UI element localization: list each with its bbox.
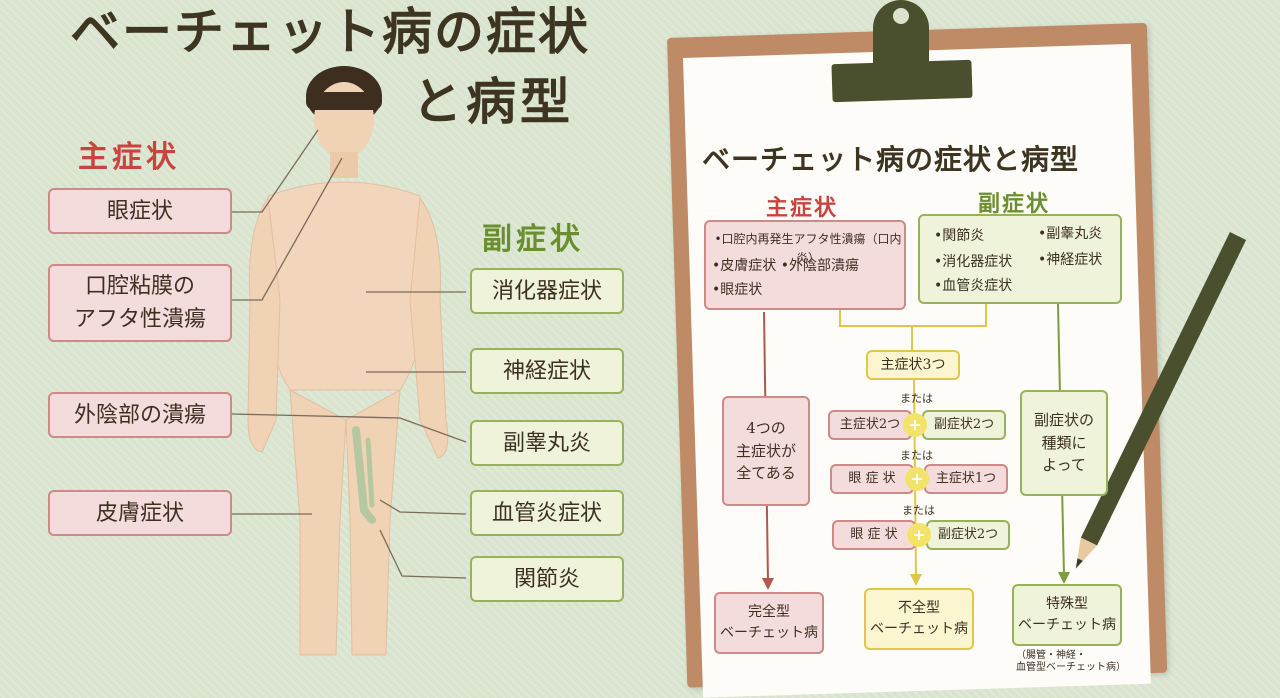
clipboard-sub-item-4: •神経症状	[1038, 252, 1103, 268]
human-body-illustration	[231, 66, 467, 656]
clipboard-main-item-2: •皮膚症状 •外陰部潰瘍	[712, 258, 859, 274]
type-complete-line2: ベーチェット病	[720, 625, 818, 641]
symptom-neuro-box: 神経症状	[470, 348, 624, 394]
type-special-line2: ベーチェット病	[1018, 617, 1116, 633]
combo2-left-label: 眼 症 状	[848, 471, 896, 487]
clipboard-sub-item-5: •血管炎症状	[934, 278, 1013, 294]
symptom-epididymitis-box: 副睾丸炎	[470, 420, 624, 466]
type-special-note: （腸管・神経・ 血管型ベーチェット病）	[1016, 650, 1126, 674]
symptom-eye-label: 眼症状	[106, 198, 173, 224]
condition-sub-type-line1: 副症状の	[1033, 411, 1094, 430]
symptom-digestive-label: 消化器症状	[491, 278, 602, 304]
or-label-2: または	[900, 449, 933, 462]
symptom-oral-line1: 口腔粘膜の	[84, 274, 195, 299]
clipboard-sub-item-3: •消化器症状	[934, 254, 1013, 270]
symptom-neuro-label: 神経症状	[502, 358, 591, 384]
combo2-left-box: 眼 症 状	[830, 464, 914, 494]
condition-sub-type-line3: よって	[1042, 456, 1086, 475]
clipboard-main-item-1: •口腔内再発生アフタ性潰瘍（口内炎）	[714, 232, 902, 265]
symptom-arthritis-box: 関節炎	[470, 556, 624, 602]
clipboard-sub-item-2: •副睾丸炎	[1038, 226, 1103, 242]
page-title: ベーチェット病の症状	[70, 2, 590, 61]
combo1-right-label: 副症状2つ	[933, 417, 995, 433]
combo3-left-box: 眼 症 状	[832, 520, 916, 550]
symptom-genital-ulcer-box: 外陰部の潰瘍	[48, 392, 232, 438]
symptom-skin-label: 皮膚症状	[95, 500, 184, 526]
clip-hole	[893, 8, 909, 24]
main-symptoms-heading: 主症状	[78, 140, 180, 175]
criteria-main3-box: 主症状3つ	[866, 350, 960, 380]
condition-all-main-line3: 全てある	[736, 464, 796, 483]
symptom-genital-label: 外陰部の潰瘍	[73, 402, 206, 428]
type-incomplete-line1: 不全型	[898, 600, 940, 616]
clipboard-title: ベーチェット病の症状と病型	[702, 143, 1080, 176]
type-complete-box: 完全型 ベーチェット病	[714, 592, 824, 654]
type-special-note-line2: 血管型ベーチェット病）	[1016, 662, 1126, 673]
combo1-left-label: 主症状2つ	[839, 417, 901, 433]
symptom-skin-box: 皮膚症状	[48, 490, 232, 536]
criteria-main3-label: 主症状3つ	[880, 356, 946, 373]
plus-icon-glyph: +	[910, 469, 924, 488]
clipboard-main-heading: 主症状	[766, 195, 839, 221]
symptom-eye-box: 眼症状	[48, 188, 232, 234]
condition-all-main-line1: 4つの	[746, 419, 786, 438]
type-complete-line1: 完全型	[748, 604, 790, 620]
page-title-line2: と病型	[412, 72, 574, 131]
symptom-digestive-box: 消化器症状	[470, 268, 624, 314]
combo3-right-label: 副症状2つ	[937, 527, 999, 543]
symptom-vasculitis-box: 血管炎症状	[470, 490, 624, 536]
plus-icon: +	[907, 523, 931, 547]
combo3-right-box: 副症状2つ	[926, 520, 1010, 550]
combo1-right-box: 副症状2つ	[922, 410, 1006, 440]
clipboard-main-item-3: •眼症状	[712, 282, 763, 298]
plus-icon-glyph: +	[908, 415, 922, 434]
sub-symptoms-heading: 副症状	[482, 222, 584, 257]
clipboard-main-list-box: •口腔内再発生アフタ性潰瘍（口内炎） •皮膚症状 •外陰部潰瘍 •眼症状	[704, 220, 906, 310]
condition-all-main-line2: 主症状が	[735, 441, 796, 460]
symptom-epididymitis-label: 副睾丸炎	[502, 430, 591, 456]
type-special-box: 特殊型 ベーチェット病	[1012, 584, 1122, 646]
clipboard-sub-item-1: •関節炎	[934, 228, 985, 244]
symptom-arthritis-label: 関節炎	[513, 566, 580, 592]
condition-sub-type-line2: 種類に	[1041, 433, 1087, 452]
symptom-vasculitis-label: 血管炎症状	[491, 500, 602, 526]
type-special-line1: 特殊型	[1046, 596, 1088, 612]
symptom-oral-line2: アフタ性潰瘍	[73, 307, 206, 332]
type-incomplete-line2: ベーチェット病	[870, 621, 968, 637]
flow-arrows	[762, 300, 1070, 590]
combo3-left-label: 眼 症 状	[850, 527, 898, 543]
combo2-right-label: 主症状1つ	[935, 471, 997, 487]
plus-icon: +	[905, 467, 929, 491]
clipboard-sub-heading: 副症状	[978, 191, 1051, 217]
combo2-right-box: 主症状1つ	[924, 464, 1008, 494]
or-label-1: または	[900, 392, 933, 405]
type-special-note-line1: （腸管・神経・	[1016, 650, 1086, 661]
pencil-icon	[1075, 232, 1247, 569]
symptom-oral-ulcer-box: 口腔粘膜の アフタ性潰瘍	[48, 264, 232, 342]
combo1-left-box: 主症状2つ	[828, 410, 912, 440]
clipboard-sub-list-box: •関節炎 •副睾丸炎 •消化器症状 •神経症状 •血管炎症状	[918, 214, 1122, 304]
condition-all-main-box: 4つの 主症状が 全てある	[722, 396, 810, 506]
condition-sub-type-box: 副症状の 種類に よって	[1020, 390, 1108, 496]
plus-icon: +	[903, 413, 927, 437]
type-incomplete-box: 不全型 ベーチェット病	[864, 588, 974, 650]
plus-icon-glyph: +	[912, 525, 926, 544]
or-label-3: または	[902, 504, 935, 517]
